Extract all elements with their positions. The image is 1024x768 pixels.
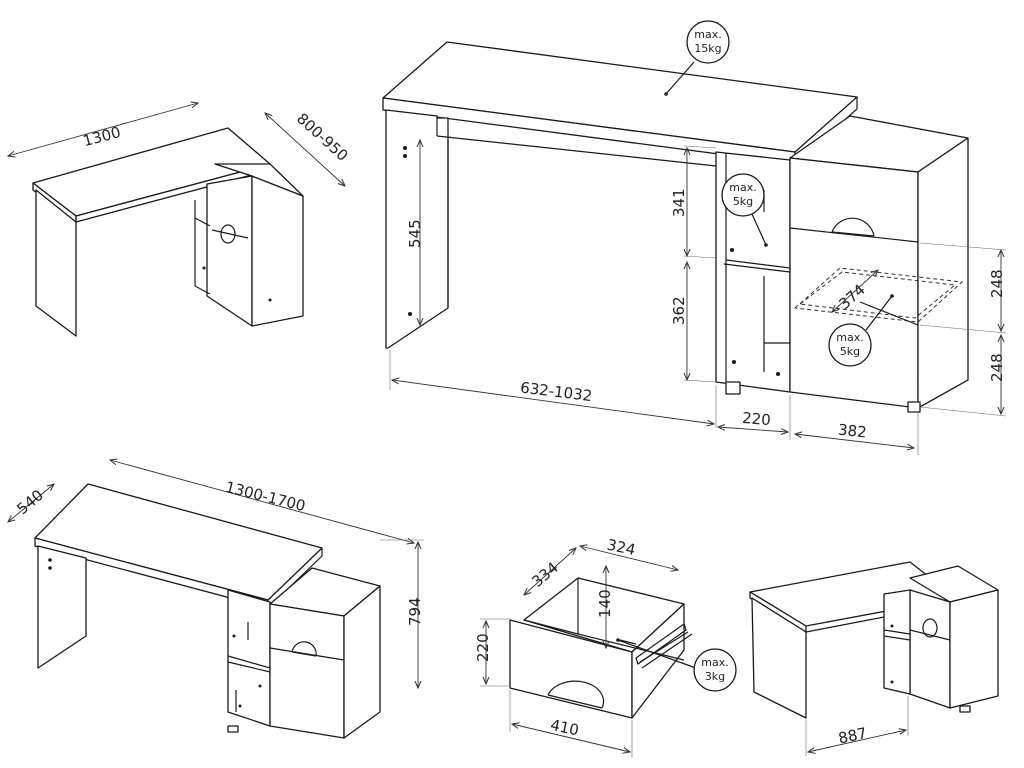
dim-corner-depth: 887 xyxy=(837,724,869,748)
dim-width-range: 1300-1700 xyxy=(224,478,308,515)
dim-width-desk: 1300 xyxy=(81,123,123,150)
dim-depth-range: 800-950 xyxy=(293,109,352,164)
load-drawer-line2: 3kg xyxy=(705,670,725,683)
dim-drawer-height-1: 248 xyxy=(988,269,1006,298)
view-extended-desk xyxy=(34,483,381,739)
dim-leg-height: 545 xyxy=(406,219,424,248)
view-compact-corner xyxy=(749,561,999,719)
load-shelf-line1: max. xyxy=(729,181,756,194)
dim-cabinet-width: 382 xyxy=(837,421,867,442)
dim-drawer-inner-height: 140 xyxy=(596,589,614,618)
dim-drawer-front-width: 410 xyxy=(549,716,581,740)
load-badge-shelf: max. 5kg xyxy=(721,173,768,247)
load-top-line2: 15kg xyxy=(694,42,721,55)
load-drawer-line1: max. xyxy=(701,656,728,669)
dim-drawer-inner-width: 324 xyxy=(605,536,637,560)
load-shelf-line2: 5kg xyxy=(733,195,753,208)
load-pullout-line2: 5kg xyxy=(840,345,860,358)
dim-shelf-upper: 341 xyxy=(670,188,688,217)
dim-shelf-lower: 362 xyxy=(670,296,688,325)
load-pullout-line1: max. xyxy=(836,331,863,344)
dim-drawer-front-height: 220 xyxy=(474,633,492,662)
view-corner-desk xyxy=(32,127,304,337)
dim-drawer-height-2: 248 xyxy=(988,353,1006,382)
dim-height: 794 xyxy=(406,597,424,626)
load-badge-drawer: max. 3kg xyxy=(616,638,737,692)
load-badge-pullout: max. 5kg xyxy=(828,294,894,367)
dim-desk-span: 632-1032 xyxy=(519,378,593,405)
view-front-main xyxy=(382,41,969,413)
load-top-line1: max. xyxy=(694,28,721,41)
dim-shelf-width: 220 xyxy=(741,409,771,429)
load-badge-top: max. 15kg xyxy=(664,20,730,96)
